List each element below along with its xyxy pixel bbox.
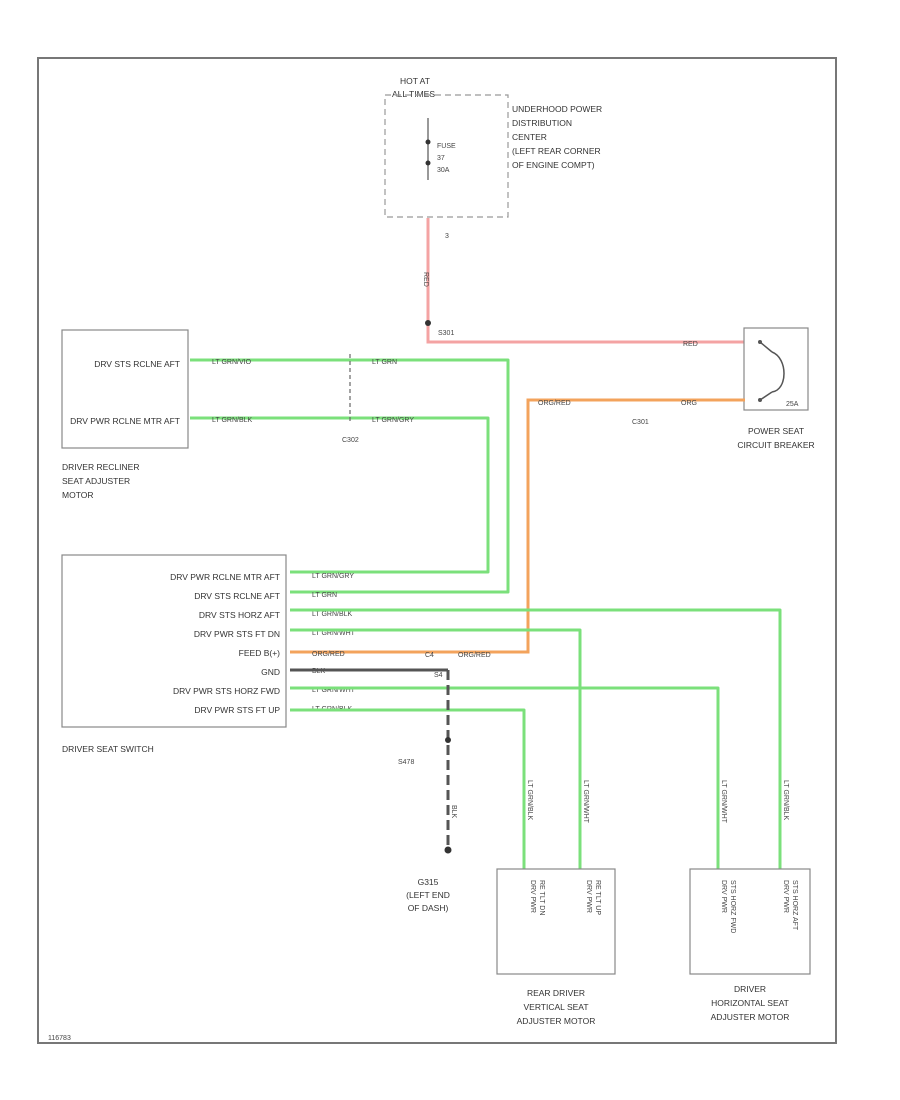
vertical-wire-label: LT GRN/WHT	[582, 780, 589, 824]
switch-pin: DRV STS RCLNE AFT	[194, 591, 280, 601]
rear-motor-label: REAR DRIVER	[527, 988, 585, 998]
switch-pin: DRV PWR STS FT DN	[194, 629, 280, 639]
switch-pin: FEED B(+)	[239, 648, 280, 658]
fuse-37	[425, 118, 431, 180]
green-wire-recliner-2	[190, 416, 490, 574]
diagram-footer-id: 116783	[48, 1035, 71, 1042]
switch-pin: DRV PWR STS HORZ FWD	[173, 686, 280, 696]
splice-s478-label: S478	[398, 759, 414, 766]
driver-seat-switch-box	[61, 554, 287, 728]
switch-wire-label: LT GRN/WHT	[312, 630, 356, 637]
ground-name: G315	[418, 877, 439, 887]
circuit-breaker-amp: 25A	[786, 401, 799, 408]
recliner-wire-2-left: LT GRN/BLK	[212, 417, 253, 424]
switch-wire-label: LT GRN/GRY	[312, 573, 354, 580]
orange-wire-mid-label: ORG/RED	[458, 652, 491, 659]
switch-wire-label: LT GRN/BLK	[312, 611, 353, 618]
green-wire-ft-dn	[290, 628, 582, 872]
switch-wire-label: ORG/RED	[312, 651, 345, 658]
recliner-wire-1-left: LT GRN/VIO	[212, 359, 252, 366]
switch-pin: GND	[261, 667, 280, 677]
vertical-wire-label: LT GRN/BLK	[526, 780, 533, 821]
green-wire-horz-aft	[290, 608, 782, 872]
udpc-label-line: UNDERHOOD POWER	[512, 104, 602, 114]
switch-wire-label: LT GRN/WHT	[312, 687, 356, 694]
ground-location-2: OF DASH)	[408, 903, 449, 913]
horz-motor-label-3: ADJUSTER MOTOR	[711, 1012, 790, 1022]
connector-c302-label: C302	[342, 437, 359, 444]
orange-wire-feed	[290, 398, 745, 654]
fuse-label: FUSE	[437, 143, 456, 150]
splice-s4-label: S4	[434, 672, 443, 679]
black-wire-label: BLK	[450, 805, 457, 819]
udpc-label-line: CENTER	[512, 132, 547, 142]
udpc-label-line: OF ENGINE COMPT)	[512, 160, 595, 170]
orange-wire-right-label: ORG	[681, 400, 697, 407]
fuse-number: 37	[437, 155, 445, 162]
udpc-box	[384, 94, 509, 218]
udpc-label-line: (LEFT REAR CORNER	[512, 146, 601, 156]
circuit-breaker-label-2: CIRCUIT BREAKER	[737, 440, 814, 450]
horz-motor-pin-2-b: STS HORZ AFT	[791, 880, 798, 931]
green-wire-recliner-1	[190, 358, 510, 594]
splice-s478-dot	[445, 737, 451, 743]
rear-motor-label-2: VERTICAL SEAT	[523, 1002, 588, 1012]
circuit-breaker-label: POWER SEAT	[748, 426, 804, 436]
recliner-label-2: SEAT ADJUSTER	[62, 476, 130, 486]
red-wire-feed	[426, 218, 745, 344]
vertical-wire-label: LT GRN/BLK	[782, 780, 789, 821]
udpc-label-line: DISTRIBUTION	[512, 118, 572, 128]
recliner-wire-2-right: LT GRN/GRY	[372, 417, 414, 424]
connector-c4-label: C4	[425, 652, 434, 659]
fuse-rating: 30A	[437, 167, 450, 174]
rear-motor-pin-2-b: RE TLT UP	[594, 880, 601, 915]
red-wire-vertical-label: RED	[422, 272, 429, 287]
hot-label-2: ALL TIMES	[392, 89, 435, 99]
splice-s301-label: S301	[438, 330, 454, 337]
diagram-border	[37, 57, 837, 1044]
driver-seat-switch-label: DRIVER SEAT SWITCH	[62, 744, 154, 754]
rear-motor-pin-1-b: RE TLT DN	[538, 880, 545, 915]
switch-wire-label: LT GRN	[312, 592, 337, 599]
horz-motor-label-2: HORIZONTAL SEAT	[711, 998, 789, 1008]
rear-motor-pin-2: DRV PWR	[585, 880, 592, 913]
circuit-breaker-box	[743, 327, 809, 411]
recliner-wire-1-right: LT GRN	[372, 359, 397, 366]
switch-pin: DRV PWR RCLNE MTR AFT	[170, 572, 280, 582]
horz-motor-pin-1: DRV PWR	[720, 880, 727, 913]
ground-g315-dot	[444, 846, 452, 854]
red-wire-horizontal-label: RED	[683, 341, 698, 348]
green-wire-horz-fwd	[290, 686, 720, 872]
recliner-label: DRIVER RECLINER	[62, 462, 139, 472]
splice-s301-dot	[425, 320, 431, 326]
rear-motor-label-3: ADJUSTER MOTOR	[517, 1016, 596, 1026]
rear-motor-pin-1: DRV PWR	[529, 880, 536, 913]
recliner-label-3: MOTOR	[62, 490, 93, 500]
switch-pin: DRV PWR STS FT UP	[194, 705, 280, 715]
green-wire-ft-up	[290, 708, 526, 872]
recliner-pin-2: DRV PWR RCLNE MTR AFT	[70, 416, 180, 426]
recliner-motor-box	[61, 329, 189, 449]
rear-vertical-motor-box	[496, 868, 616, 975]
switch-pin: DRV STS HORZ AFT	[199, 610, 280, 620]
horz-motor-label: DRIVER	[734, 984, 766, 994]
vertical-wire-label: LT GRN/WHT	[720, 780, 727, 824]
horizontal-motor-box	[689, 868, 811, 975]
recliner-pin-1: DRV STS RCLNE AFT	[94, 359, 180, 369]
circuit-breaker-icon	[758, 340, 785, 402]
ground-location: (LEFT END	[406, 890, 450, 900]
horz-motor-pin-2: DRV PWR	[782, 880, 789, 913]
connector-c301-label: C301	[632, 419, 649, 426]
udpc-label: UNDERHOOD POWER DISTRIBUTION CENTER (LEF…	[512, 104, 602, 170]
orange-wire-top-label: ORG/RED	[538, 400, 571, 407]
hot-label: HOT AT	[400, 76, 430, 86]
udpc-pin-number: 3	[445, 233, 449, 240]
horz-motor-pin-1-b: STS HORZ FWD	[729, 880, 736, 933]
